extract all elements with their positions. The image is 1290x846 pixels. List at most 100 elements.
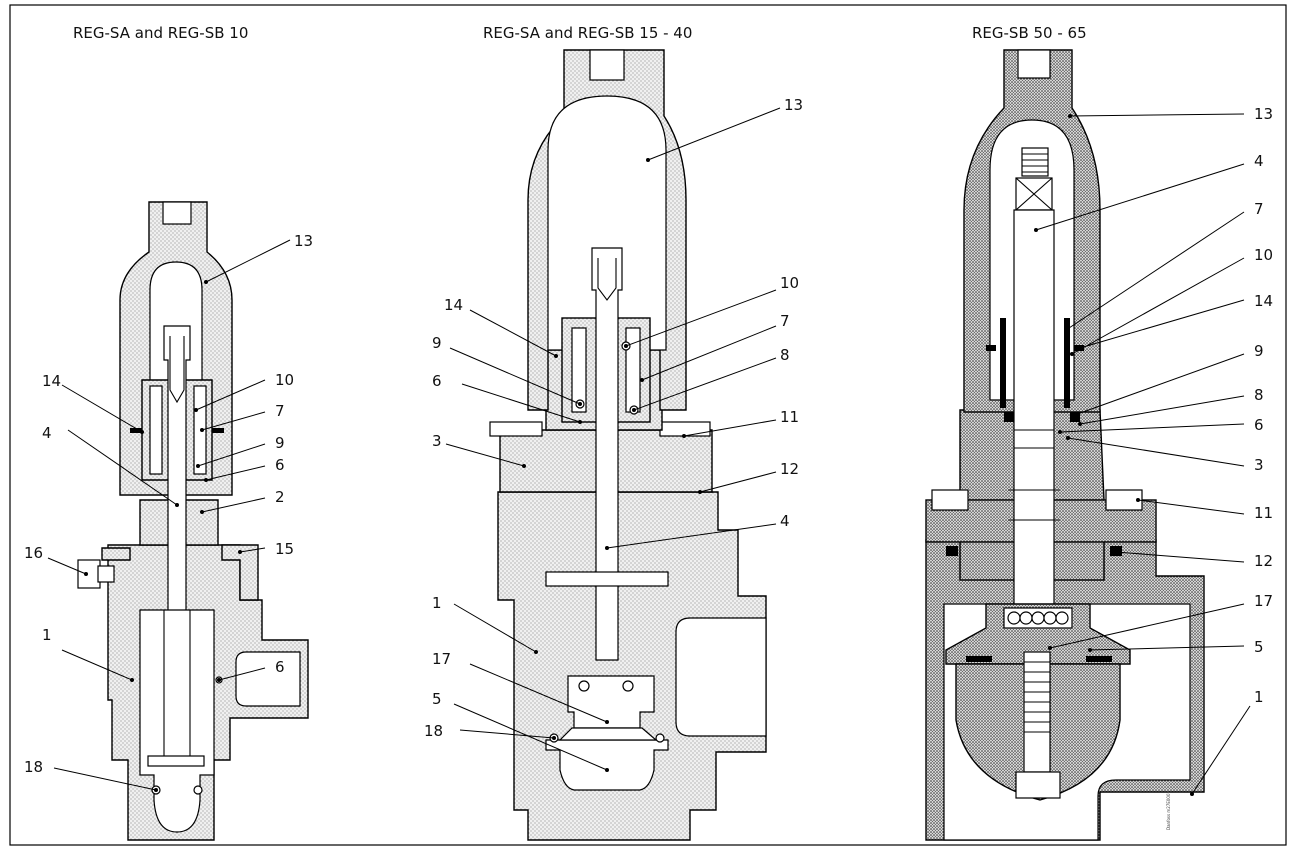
- valve-right-bolt-r: [1105, 489, 1143, 511]
- callout-right-12: 12: [1254, 552, 1273, 570]
- valve-right: Danfoss m27E0007: [925, 49, 1205, 841]
- callout-left-7: 7: [275, 402, 285, 420]
- valve-middle-cap-slot: [589, 49, 625, 81]
- callout-middle-1: 1: [432, 594, 442, 612]
- valve-left-screw-shank: [97, 565, 115, 583]
- callout-middle-7: 7: [780, 312, 790, 330]
- valve-left-oring-r: [193, 785, 203, 795]
- callout-middle-3: 3: [432, 432, 442, 450]
- valve-right-seal-l: [966, 656, 992, 662]
- valve-middle-spindle-tip: [597, 258, 617, 301]
- callout-right-5: 5: [1254, 638, 1264, 656]
- callout-left-18: 18: [24, 758, 43, 776]
- callout-middle-4: 4: [780, 512, 790, 530]
- callout-middle-5: 5: [432, 690, 442, 708]
- valve-right-cap-slot: [1017, 49, 1051, 79]
- valve-right-oring-8: [1004, 412, 1014, 422]
- valve-right-seal-r: [1086, 656, 1112, 662]
- callout-right-4: 4: [1254, 152, 1264, 170]
- callout-middle-11: 11: [780, 408, 799, 426]
- callouts-middle: 13 14 10 7 9 8 6 11 3 12 4 1 17 5 18: [424, 96, 803, 772]
- callouts-left: 13 14 10 7 4 9 6 2 16 15 1 6 18: [24, 232, 313, 792]
- valve-right-ball-2: [1019, 611, 1033, 625]
- valve-middle: [489, 49, 767, 841]
- valve-left-cone-ring: [147, 755, 205, 767]
- valve-left-cone: [139, 609, 215, 833]
- valve-left-spindle-tip: [169, 336, 185, 404]
- valve-left-cone-stem: [163, 610, 191, 765]
- valve-right-cone-top: [945, 603, 1131, 665]
- callout-left-4: 4: [42, 424, 52, 442]
- valve-middle-outlet: [675, 617, 767, 737]
- valve-middle-nut-r: [659, 421, 711, 437]
- valve-right-pack-ring-l: [986, 345, 996, 351]
- title-left: REG-SA and REG-SB 10: [73, 24, 248, 42]
- callout-middle-14: 14: [444, 296, 463, 314]
- valve-right-spindle: [1013, 209, 1055, 611]
- callout-left-2: 2: [275, 488, 285, 506]
- valve-middle-cone: [545, 739, 669, 791]
- title-middle: REG-SA and REG-SB 15 - 40: [483, 24, 692, 42]
- valve-right-ball-1: [1007, 611, 1021, 625]
- valve-left: [77, 201, 309, 841]
- callout-middle-9: 9: [432, 334, 442, 352]
- valve-right-bolt-lines: [1024, 661, 1050, 733]
- valve-left-nut: [221, 544, 259, 601]
- callout-right-1: 1: [1254, 688, 1264, 706]
- callout-left-15: 15: [275, 540, 294, 558]
- callout-right-13: 13: [1254, 105, 1273, 123]
- callout-middle-12: 12: [780, 460, 799, 478]
- callout-right-9: 9: [1254, 342, 1264, 360]
- valve-right-ball-4: [1043, 611, 1057, 625]
- valve-left-seal-r: [212, 428, 224, 433]
- callout-right-10: 10: [1254, 246, 1273, 264]
- callout-left-9: 9: [275, 434, 285, 452]
- callout-right-17: 17: [1254, 592, 1273, 610]
- valve-right-thread-lines: [1022, 153, 1048, 173]
- callout-left-6b: 6: [275, 658, 285, 676]
- valve-middle-packing-r: [625, 327, 641, 413]
- title-right: REG-SB 50 - 65: [972, 24, 1087, 42]
- valve-right-pack-l: [1000, 318, 1006, 408]
- valve-middle-cone-lower: [558, 727, 658, 741]
- valve-left-cap-slot: [162, 201, 192, 225]
- danfoss-stamp: Danfoss m27E0007: [1166, 790, 1171, 830]
- callout-left-16: 16: [24, 544, 43, 562]
- valve-middle-oring-l: [578, 680, 590, 692]
- valve-right-bolt-head: [1015, 771, 1061, 799]
- valve-middle-spindle: [591, 247, 623, 661]
- valve-right-oring-12l: [946, 546, 958, 556]
- valve-right-ball-3: [1031, 611, 1045, 625]
- valve-left-packing: [149, 385, 163, 475]
- callout-left-1: 1: [42, 626, 52, 644]
- callout-right-6: 6: [1254, 416, 1264, 434]
- callout-left-14: 14: [42, 372, 61, 390]
- figure-frame: [9, 4, 1287, 846]
- valve-left-outlet: [235, 651, 301, 707]
- callout-middle-6: 6: [432, 372, 442, 390]
- valve-left-nut-l: [101, 547, 131, 561]
- callout-middle-17: 17: [432, 650, 451, 668]
- callout-right-11: 11: [1254, 504, 1273, 522]
- valve-right-square-x: [1015, 177, 1053, 211]
- callout-left-13: 13: [294, 232, 313, 250]
- callout-middle-10: 10: [780, 274, 799, 292]
- callout-left-6a: 6: [275, 456, 285, 474]
- callout-left-10: 10: [275, 371, 294, 389]
- callout-right-14: 14: [1254, 292, 1273, 310]
- valve-middle-oring-r: [622, 680, 634, 692]
- callout-right-8: 8: [1254, 386, 1264, 404]
- callout-middle-8: 8: [780, 346, 790, 364]
- valve-middle-cap-inner: [547, 95, 667, 351]
- valve-right-pack-r: [1064, 318, 1070, 408]
- callout-right-3: 3: [1254, 456, 1264, 474]
- valve-right-spindle-neck: [1008, 429, 1060, 521]
- valve-right-bolt-l: [931, 489, 969, 511]
- valve-left-screw: [77, 559, 101, 589]
- valve-middle-packing-l: [571, 327, 587, 413]
- valve-left-seal: [130, 428, 142, 433]
- valve-right-thread: [1021, 147, 1049, 177]
- valve-middle-nut-l: [489, 421, 543, 437]
- callout-middle-13: 13: [784, 96, 803, 114]
